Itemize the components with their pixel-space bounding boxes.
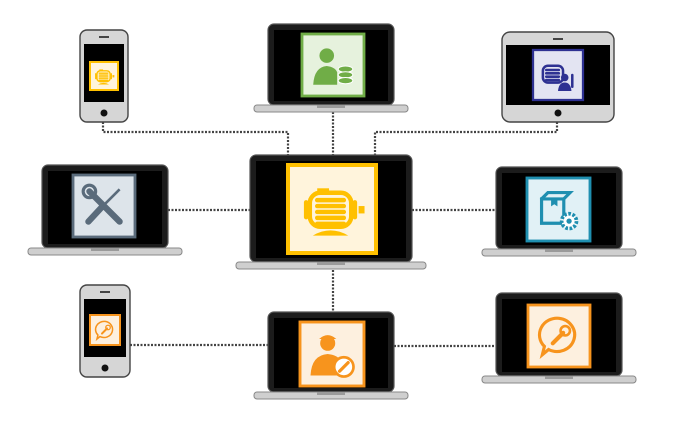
box-parts-icon xyxy=(539,190,579,231)
app-tile[interactable] xyxy=(300,32,366,98)
motor-technician-icon xyxy=(541,64,574,91)
app-tile[interactable] xyxy=(531,48,585,102)
device-bottom-laptop[interactable] xyxy=(253,311,409,400)
home-button[interactable] xyxy=(101,364,109,372)
connectors xyxy=(101,112,559,348)
connector-top-left xyxy=(101,122,290,155)
device-top-right-tablet[interactable] xyxy=(501,31,615,123)
laptop-notch xyxy=(545,249,573,252)
home-button[interactable] xyxy=(100,109,108,117)
device-top-laptop[interactable] xyxy=(253,23,409,113)
device-left-laptop[interactable] xyxy=(27,164,183,256)
connector-top-right xyxy=(373,122,559,155)
device-top-left-phone[interactable] xyxy=(79,29,129,123)
device-hub-laptop[interactable] xyxy=(235,154,427,270)
laptop-notch xyxy=(317,392,345,395)
user-database-icon xyxy=(313,48,354,85)
device-bottom-left-phone[interactable] xyxy=(79,284,131,378)
app-tile[interactable] xyxy=(298,320,366,388)
laptop-notch xyxy=(91,248,119,251)
laptop-notch xyxy=(317,262,345,265)
laptop-notch xyxy=(545,376,573,379)
support-chat-wrench-icon xyxy=(537,316,577,360)
device-bottom-right-laptop[interactable] xyxy=(481,292,637,384)
wrench-screwdriver-icon xyxy=(81,183,123,225)
app-tile[interactable] xyxy=(525,176,592,243)
device-right-laptop[interactable] xyxy=(481,166,637,257)
electric-motor-icon xyxy=(303,188,365,236)
support-chat-wrench-icon xyxy=(94,320,114,342)
home-button[interactable] xyxy=(554,109,562,117)
technician-wrench-icon xyxy=(310,335,355,378)
laptop-notch xyxy=(317,105,345,108)
electric-motor-icon xyxy=(95,69,115,85)
